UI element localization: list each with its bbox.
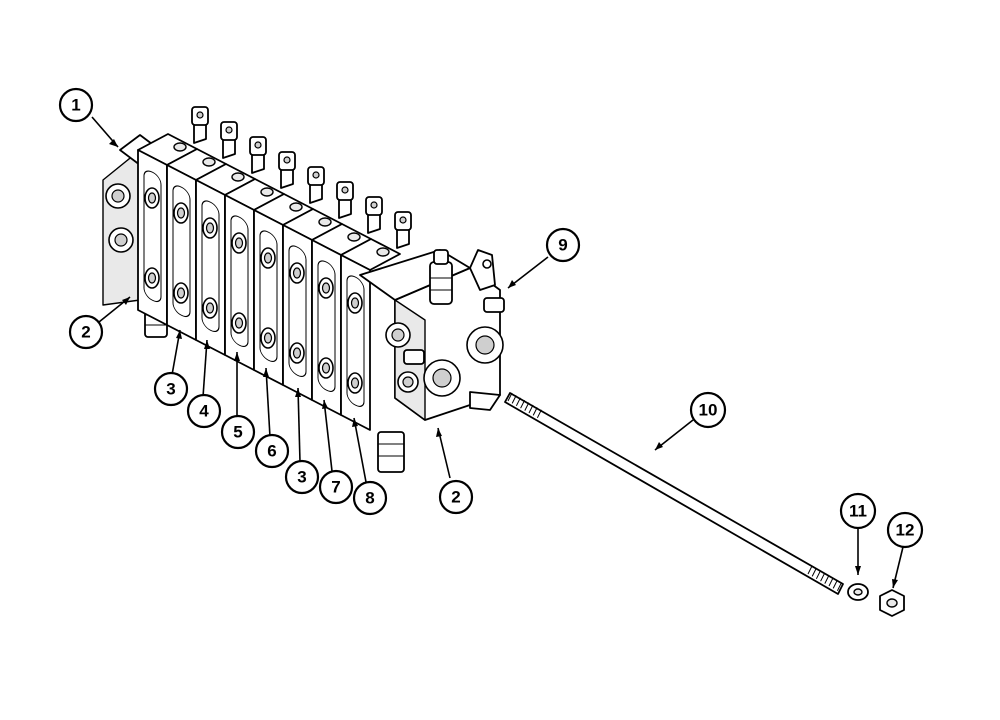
leader-lines [91, 116, 904, 589]
valve-bank [102, 106, 505, 473]
svg-text:7: 7 [331, 478, 340, 497]
callout-7: 7 [318, 469, 354, 505]
svg-text:12: 12 [896, 521, 915, 540]
svg-text:10: 10 [699, 401, 718, 420]
callout-4: 4 [186, 393, 222, 429]
callout-6: 6 [254, 433, 290, 469]
callout-12: 12 [886, 511, 924, 549]
valve-section [224, 151, 296, 371]
callout-5: 5 [220, 414, 256, 450]
valve-sections [137, 106, 412, 431]
callout-2-right: 2 [438, 479, 474, 515]
svg-text:1: 1 [71, 96, 80, 115]
valve-section [137, 106, 209, 326]
callout-10: 10 [689, 391, 727, 429]
svg-text:3: 3 [297, 468, 306, 487]
callout-1: 1 [58, 87, 94, 123]
valve-section [340, 211, 412, 431]
svg-text:2: 2 [451, 488, 460, 507]
svg-text:9: 9 [558, 236, 567, 255]
nut [879, 589, 905, 617]
callouts: 1 2 2 3 3 4 5 6 7 8 9 10 11 12 [58, 87, 924, 549]
valve-section [195, 136, 267, 356]
callout-9: 9 [545, 227, 581, 263]
callout-2-left: 2 [68, 314, 104, 350]
svg-text:2: 2 [81, 323, 90, 342]
svg-text:4: 4 [199, 402, 209, 421]
tie-rod [504, 392, 844, 595]
outlet-end-cover [359, 249, 505, 473]
svg-text:11: 11 [849, 502, 867, 521]
svg-text:8: 8 [365, 489, 374, 508]
washer [847, 583, 869, 601]
svg-text:3: 3 [166, 380, 175, 399]
inlet-end-cover [102, 134, 168, 338]
callout-8: 8 [352, 480, 388, 516]
svg-text:6: 6 [267, 442, 276, 461]
callout-3-left: 3 [153, 371, 189, 407]
valve-section [282, 181, 354, 401]
callout-11: 11 [839, 492, 877, 530]
svg-text:5: 5 [233, 423, 242, 442]
callout-3-right: 3 [284, 459, 320, 495]
valve-section [253, 166, 325, 386]
